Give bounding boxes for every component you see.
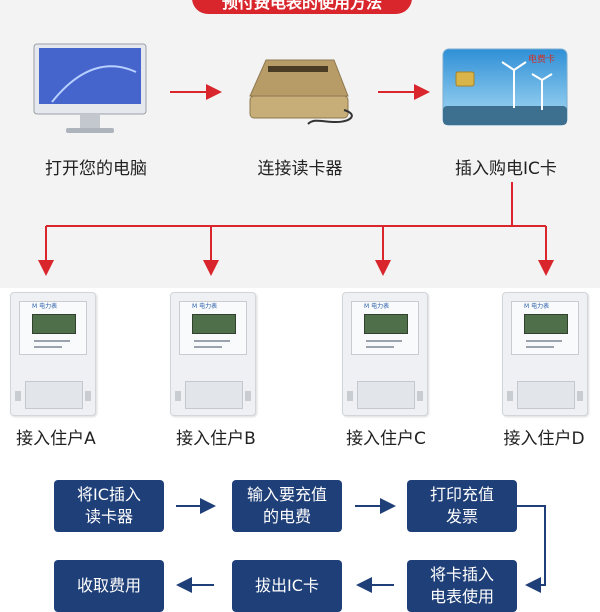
meter-label-a: 接入住户A	[16, 429, 96, 449]
process-step-remove-card: 拔出IC卡	[232, 560, 342, 612]
process-step-print-invoice: 打印充值 发票	[407, 480, 517, 532]
meter-label-c: 接入住户C	[346, 429, 426, 449]
card-text: 电费卡	[528, 55, 556, 65]
meter-icon: M 电力表	[342, 292, 428, 416]
process-step-insert-card: 将IC插入 读卡器	[54, 480, 164, 532]
process-step-insert-meter: 将卡插入 电表使用	[407, 560, 517, 612]
process-step-enter-amount: 输入要充值 的电费	[232, 480, 342, 532]
step-label-reader: 连接读卡器	[257, 159, 343, 179]
meter-label-b: 接入住户B	[176, 429, 256, 449]
page-title: 预付费电表的使用方法	[192, 0, 412, 14]
meter-icon: M 电力表	[502, 292, 588, 416]
ic-card-icon: 电费卡	[442, 48, 568, 126]
meter-icon: M 电力表	[170, 292, 256, 416]
meter-icon: M 电力表	[10, 292, 96, 416]
meter-label-d: 接入住户D	[503, 429, 585, 449]
process-step-collect-fee: 收取费用	[54, 560, 164, 612]
computer-icon	[32, 42, 148, 136]
step-label-card: 插入购电IC卡	[455, 159, 557, 179]
card-reader-icon	[244, 52, 356, 126]
step-label-computer: 打开您的电脑	[45, 159, 147, 179]
